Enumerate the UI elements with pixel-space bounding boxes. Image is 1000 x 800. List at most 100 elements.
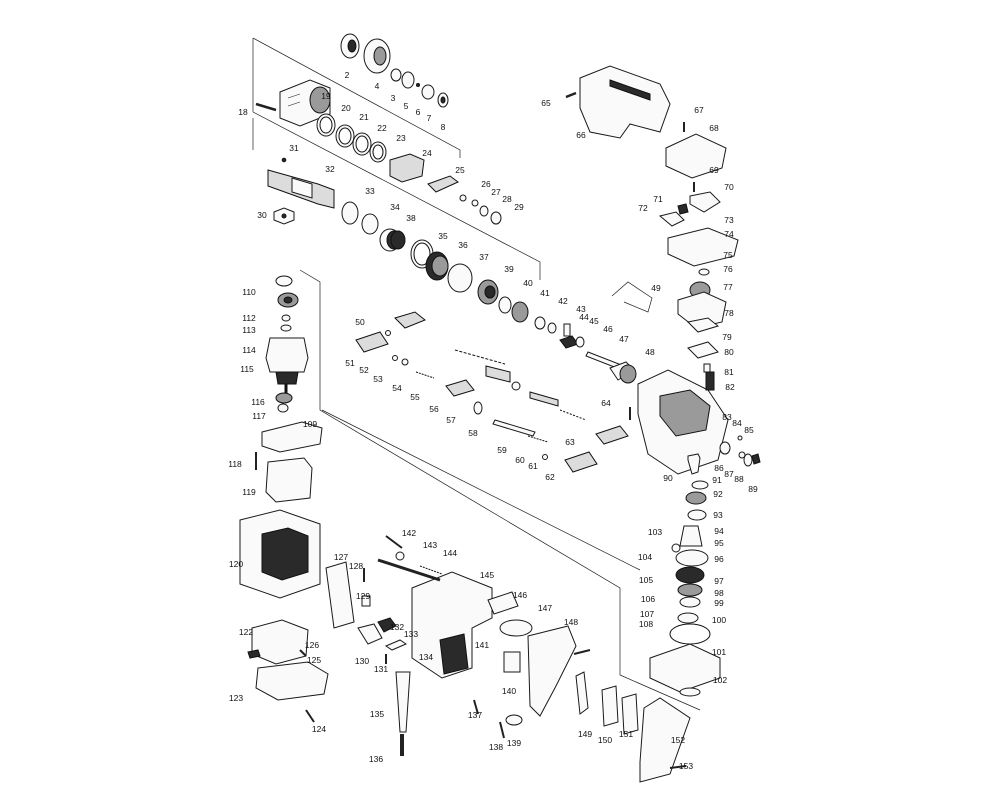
part-label-70: 70 — [724, 182, 734, 192]
part-label-62: 62 — [545, 472, 555, 482]
part-label-136: 136 — [369, 754, 383, 764]
part-label-109: 109 — [303, 419, 317, 429]
part-label-88: 88 — [734, 474, 744, 484]
part-label-37: 37 — [479, 252, 489, 262]
part-label-127: 127 — [334, 552, 348, 562]
part-label-57: 57 — [446, 415, 456, 425]
part-label-143: 143 — [423, 540, 437, 550]
part-label-74: 74 — [724, 229, 734, 239]
part-label-115: 115 — [240, 364, 254, 374]
part-label-112: 112 — [242, 313, 256, 323]
part-number-labels: 2345678181920212223242526272829303132333… — [228, 70, 758, 771]
part-label-34: 34 — [390, 202, 400, 212]
part-label-147: 147 — [538, 603, 552, 613]
part-label-55: 55 — [410, 392, 420, 402]
part-label-85: 85 — [744, 425, 754, 435]
part-label-35: 35 — [438, 231, 448, 241]
part-label-149: 149 — [578, 729, 592, 739]
part-label-31: 31 — [289, 143, 299, 153]
part-label-102: 102 — [713, 675, 727, 685]
part-label-26: 26 — [481, 179, 491, 189]
part-label-93: 93 — [713, 510, 723, 520]
part-label-129: 129 — [356, 591, 370, 601]
part-label-6: 6 — [416, 107, 421, 117]
part-label-32: 32 — [325, 164, 335, 174]
part-label-38: 38 — [406, 213, 416, 223]
part-label-128: 128 — [349, 561, 363, 571]
part-label-39: 39 — [504, 264, 514, 274]
part-label-146: 146 — [513, 590, 527, 600]
part-label-27: 27 — [491, 187, 501, 197]
part-label-53: 53 — [373, 374, 383, 384]
part-label-110: 110 — [242, 287, 256, 297]
part-label-21: 21 — [359, 112, 369, 122]
part-label-94: 94 — [714, 526, 724, 536]
part-label-47: 47 — [619, 334, 629, 344]
part-label-44: 44 — [579, 312, 589, 322]
part-label-145: 145 — [480, 570, 494, 580]
part-label-132: 132 — [390, 622, 404, 632]
part-label-87: 87 — [724, 469, 734, 479]
part-label-23: 23 — [396, 133, 406, 143]
part-label-50: 50 — [355, 317, 365, 327]
part-label-117: 117 — [252, 411, 266, 421]
part-label-36: 36 — [458, 240, 468, 250]
part-label-46: 46 — [603, 324, 613, 334]
part-label-106: 106 — [641, 594, 655, 604]
part-label-28: 28 — [502, 194, 512, 204]
part-label-69: 69 — [709, 165, 719, 175]
part-label-64: 64 — [601, 398, 611, 408]
part-label-59: 59 — [497, 445, 507, 455]
part-label-86: 86 — [714, 463, 724, 473]
part-label-76: 76 — [723, 264, 733, 274]
part-label-97: 97 — [714, 576, 724, 586]
part-label-75: 75 — [723, 250, 733, 260]
part-label-122: 122 — [239, 627, 253, 637]
part-label-18: 18 — [238, 107, 248, 117]
part-label-63: 63 — [565, 437, 575, 447]
part-label-135: 135 — [370, 709, 384, 719]
part-label-3: 3 — [391, 93, 396, 103]
part-label-153: 153 — [679, 761, 693, 771]
part-label-152: 152 — [671, 735, 685, 745]
part-label-4: 4 — [375, 81, 380, 91]
part-label-54: 54 — [392, 383, 402, 393]
part-label-29: 29 — [514, 202, 524, 212]
part-label-80: 80 — [724, 347, 734, 357]
part-label-2: 2 — [345, 70, 350, 80]
gear-housing-parts — [565, 65, 761, 697]
part-label-25: 25 — [455, 165, 465, 175]
part-label-150: 150 — [598, 735, 612, 745]
part-label-8: 8 — [441, 122, 446, 132]
part-label-82: 82 — [725, 382, 735, 392]
part-label-22: 22 — [377, 123, 387, 133]
part-label-68: 68 — [709, 123, 719, 133]
part-label-79: 79 — [722, 332, 732, 342]
part-label-99: 99 — [714, 598, 724, 608]
part-label-84: 84 — [732, 418, 742, 428]
part-label-77: 77 — [723, 282, 733, 292]
motor-parts — [239, 275, 329, 723]
assembly-outline-lines — [252, 37, 701, 711]
part-label-105: 105 — [639, 575, 653, 585]
part-label-148: 148 — [564, 617, 578, 627]
piston-assembly-parts — [355, 281, 653, 473]
part-label-125: 125 — [307, 655, 321, 665]
part-label-139: 139 — [507, 738, 521, 748]
part-label-107: 107 — [640, 609, 654, 619]
part-label-83: 83 — [722, 412, 732, 422]
part-label-66: 66 — [576, 130, 586, 140]
part-label-91: 91 — [712, 475, 722, 485]
part-label-144: 144 — [443, 548, 457, 558]
part-label-130: 130 — [355, 656, 369, 666]
part-label-95: 95 — [714, 538, 724, 548]
part-label-138: 138 — [489, 742, 503, 752]
tool-holder-parts — [255, 33, 502, 305]
part-label-116: 116 — [251, 397, 265, 407]
part-label-92: 92 — [713, 489, 723, 499]
part-label-131: 131 — [374, 664, 388, 674]
part-label-67: 67 — [694, 105, 704, 115]
part-label-100: 100 — [712, 615, 726, 625]
part-label-43: 43 — [576, 304, 586, 314]
